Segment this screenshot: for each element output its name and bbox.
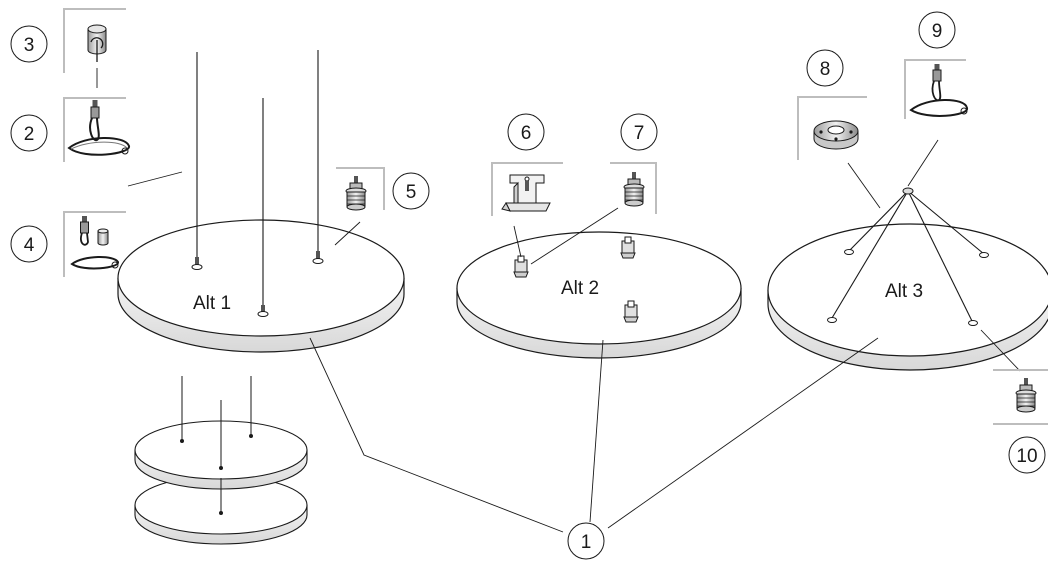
clip-bracket-icon xyxy=(501,174,551,212)
svg-text:2: 2 xyxy=(24,124,35,145)
callout-10: 10 xyxy=(1008,436,1046,474)
svg-text:4: 4 xyxy=(24,235,35,256)
callout-8: 8 xyxy=(806,49,844,87)
cable-gripper-icon xyxy=(257,305,269,317)
svg-text:9: 9 xyxy=(932,21,943,42)
callout-4: 4 xyxy=(10,225,48,263)
hub-cable-kit-icon xyxy=(909,64,968,117)
part-brackets xyxy=(63,8,1048,425)
callout-1: 1 xyxy=(567,522,605,560)
callout-7: 7 xyxy=(620,113,658,151)
clip-bracket-icon xyxy=(623,300,639,323)
threaded-insert-icon xyxy=(345,176,367,211)
cable-loop-icon xyxy=(67,100,130,156)
svg-text:3: 3 xyxy=(24,35,35,56)
disc-label-alt2: Alt 2 xyxy=(561,278,599,299)
clip-bracket-icon xyxy=(620,236,636,259)
ceiling-hub-icon xyxy=(813,120,859,150)
disc-alt3 xyxy=(767,223,1048,371)
svg-text:6: 6 xyxy=(521,123,532,144)
disc-label-alt3: Alt 3 xyxy=(885,281,923,302)
svg-text:5: 5 xyxy=(406,182,417,203)
callout-9: 9 xyxy=(918,11,956,49)
svg-text:7: 7 xyxy=(634,123,645,144)
stacked-discs xyxy=(134,376,308,545)
svg-text:10: 10 xyxy=(1016,446,1037,467)
disc-alt2 xyxy=(456,231,742,359)
cable-gripper-icon xyxy=(191,257,203,270)
svg-text:1: 1 xyxy=(581,532,592,553)
disc-label-alt1: Alt 1 xyxy=(193,293,231,314)
clip-bracket-icon xyxy=(513,255,529,278)
ceiling-cup-icon xyxy=(87,24,107,62)
cable-kit-icon xyxy=(70,216,120,270)
callout-2: 2 xyxy=(10,114,48,152)
alt2-clips xyxy=(513,236,639,323)
threaded-insert-icon xyxy=(623,172,645,207)
alt1-cables xyxy=(191,50,324,317)
callout-6: 6 xyxy=(507,113,545,151)
leader-lines xyxy=(96,68,1021,533)
alt3-cables xyxy=(827,187,989,326)
callout-5: 5 xyxy=(392,172,430,210)
callout-3: 3 xyxy=(10,25,48,63)
disc-alt1 xyxy=(117,219,405,353)
cable-gripper-icon xyxy=(312,251,324,264)
svg-text:8: 8 xyxy=(820,59,831,80)
threaded-insert-icon xyxy=(1015,378,1037,413)
